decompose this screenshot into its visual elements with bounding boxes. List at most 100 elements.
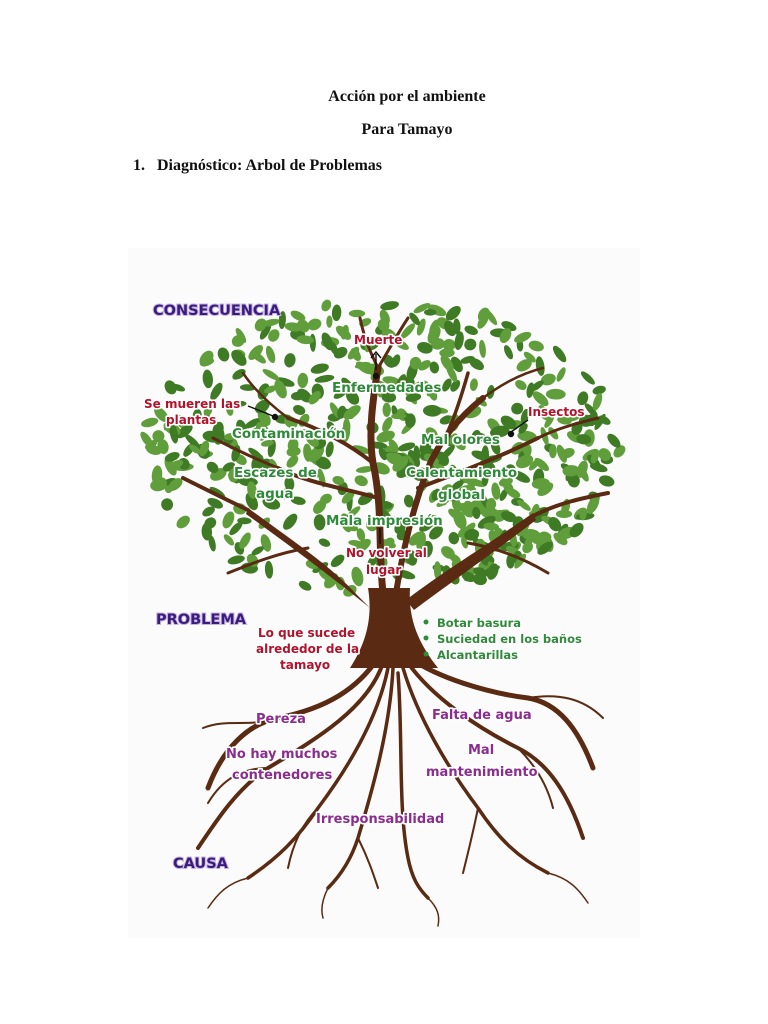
leaf-icon [210, 382, 223, 401]
label-no-volver-1: No volver al [346, 546, 427, 560]
leaf-icon [407, 450, 421, 467]
leaf-icon [576, 434, 592, 445]
leaf-icon [461, 571, 476, 583]
problem-bullet-list: Botar basura Suciedad en los baños Alcan… [423, 615, 584, 664]
leaf-icon [229, 400, 247, 408]
label-escazes-2: agua [256, 486, 294, 502]
leaf-icon [231, 334, 245, 347]
leaf-icon [262, 368, 280, 381]
leaf-icon [555, 510, 573, 518]
leaf-icon [538, 405, 549, 420]
label-se-mueren-1: Se mueren las [144, 397, 240, 411]
leaf-icon [382, 402, 391, 417]
leaf-icon [265, 345, 276, 364]
leaf-icon [592, 385, 606, 395]
leaf-icon [410, 470, 422, 481]
leaf-icon [237, 517, 252, 525]
leaf-icon [207, 497, 223, 509]
leaf-icon [382, 376, 400, 385]
leaf-icon [308, 445, 325, 463]
leaf-icon [556, 444, 568, 463]
leaf-icon [325, 441, 334, 458]
leaf-icon [164, 452, 180, 462]
leaf-icon [231, 350, 247, 366]
leaf-icon [445, 305, 461, 321]
leaf-icon [264, 560, 274, 579]
leaf-icon [140, 431, 154, 448]
leaf-icon [392, 455, 409, 472]
label-problem-3: tamayo [280, 658, 330, 672]
leaf-icon [511, 470, 531, 483]
leaf-icon [293, 405, 306, 415]
leaf-icon [501, 321, 517, 332]
leaf-icon [314, 374, 335, 383]
section-heading: 1.Diagnóstico: Arbol de Problemas [133, 157, 382, 175]
leaf-icon [303, 469, 320, 478]
leaf-icon [400, 323, 416, 339]
leaf-icon [141, 417, 159, 428]
leaf-icon [538, 531, 552, 542]
leaf-icon [444, 320, 457, 337]
leaf-icon [239, 532, 251, 549]
leaf-icon [461, 536, 468, 549]
leaf-icon [577, 391, 589, 406]
leaf-icon [332, 475, 345, 485]
leaf-icon [222, 511, 235, 529]
leaf-icon [532, 391, 549, 407]
leaf-icon [356, 528, 366, 542]
tree-trunk [246, 508, 536, 668]
label-falta-de-agua: Falta de agua [432, 708, 532, 723]
leaf-icon [284, 476, 295, 491]
label-no-volver-2: lugar [366, 563, 401, 577]
leaf-icon [248, 447, 263, 460]
leaf-icon [403, 494, 414, 508]
leaf-icon [432, 464, 445, 476]
leaf-icon [383, 537, 395, 549]
leaf-icon [192, 408, 202, 424]
leaf-icon [460, 356, 475, 364]
leaf-icon [377, 318, 390, 332]
leaf-icon [382, 354, 396, 368]
leaf-icon [199, 440, 210, 457]
leaf-icon [413, 445, 421, 461]
leaf-icon [436, 496, 451, 507]
leaf-icon [226, 403, 234, 416]
leaf-icon [296, 335, 314, 345]
label-calentamiento-2: global [438, 487, 485, 503]
leaf-icon [157, 477, 167, 490]
leaf-icon [439, 348, 455, 358]
leaf-icon [223, 534, 235, 546]
leaf-icon [409, 356, 422, 370]
leaf-icon [544, 414, 555, 428]
leaf-icon [590, 451, 599, 464]
label-se-mueren-2: plantas [166, 413, 216, 427]
leaf-icon [515, 379, 527, 391]
leaf-icon [391, 413, 407, 420]
leaf-icon [381, 391, 397, 403]
leaf-icon [481, 470, 489, 487]
label-escazes-1: Escazes de [234, 465, 317, 481]
leaf-icon [206, 461, 219, 474]
leaf-icon [553, 532, 568, 546]
leaf-icon [286, 455, 299, 468]
leaf-icon [454, 331, 464, 350]
leaf-icon [297, 319, 310, 333]
leaf-icon [320, 493, 332, 505]
leaf-icon [598, 475, 615, 487]
leaf-icon [426, 384, 441, 397]
leaf-icon [164, 380, 177, 395]
leaf-icon [412, 380, 429, 392]
leaf-icon [429, 361, 440, 374]
leaf-icon [326, 421, 336, 434]
leaf-icon [451, 480, 464, 490]
leaf-icon [514, 553, 527, 569]
leaf-icon [499, 328, 512, 344]
leaf-icon [340, 513, 353, 533]
leaf-icon [598, 448, 612, 462]
leaf-icon [204, 517, 217, 529]
leaf-icon [251, 546, 264, 556]
leaf-icon [589, 463, 608, 473]
leaf-icon [537, 541, 553, 555]
leaf-icon [424, 309, 437, 316]
tree-roots [196, 655, 604, 927]
